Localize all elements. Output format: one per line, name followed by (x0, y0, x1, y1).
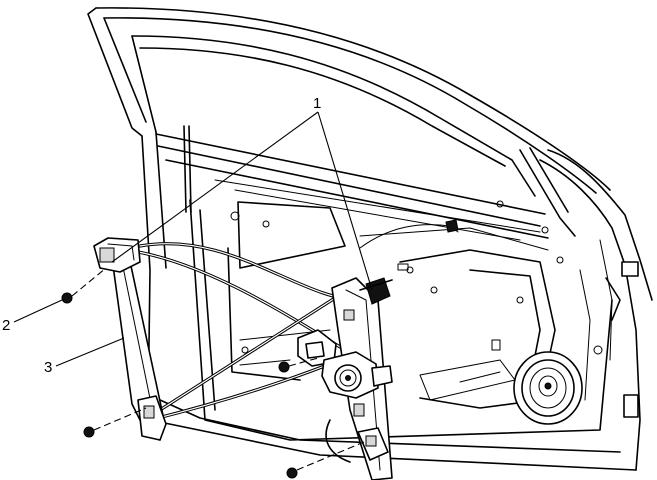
front-regulator-rail (297, 277, 393, 480)
bolt-upper-rear (61, 292, 73, 304)
bolt-lower-rear (83, 426, 95, 438)
callout-3: 3 (44, 359, 52, 376)
leader-1b (317, 111, 373, 291)
bolt-center (278, 361, 290, 373)
door-frame (87, 7, 653, 471)
speaker (513, 351, 583, 425)
fasteners (61, 267, 365, 479)
rear-regulator-rail (93, 237, 167, 441)
leader-1a (111, 111, 319, 263)
callout-1: 1 (313, 95, 321, 112)
leader-2 (13, 299, 63, 323)
bolt-lower-front (286, 467, 298, 479)
callout-2: 2 (2, 317, 10, 334)
leader-3 (55, 337, 125, 367)
leader-lines (13, 111, 373, 367)
